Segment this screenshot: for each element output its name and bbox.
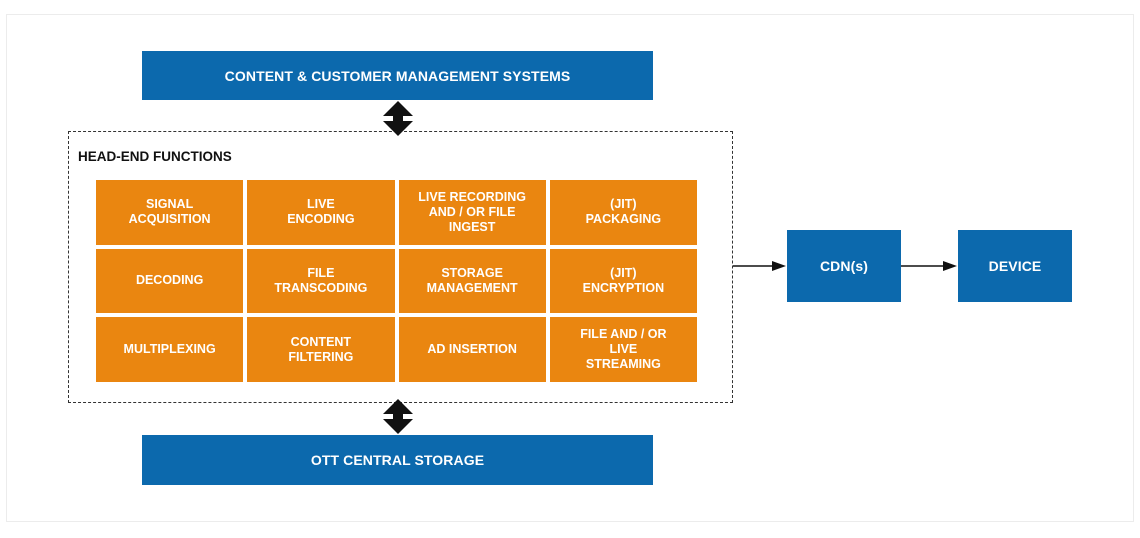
function-cell-content-filtering: CONTENT FILTERING xyxy=(247,317,395,382)
function-cell-decoding: DECODING xyxy=(96,248,244,314)
arrow-cdn-to-device xyxy=(901,261,957,271)
ott-central-storage-label: OTT CENTRAL STORAGE xyxy=(310,452,485,468)
content-customer-management-box: CONTENT & CUSTOMER MANAGEMENT SYSTEMS xyxy=(142,51,653,100)
function-cell-multiplexing: MULTIPLEXING xyxy=(96,317,244,382)
function-cell-jit-encryption: (JIT) ENCRYPTION xyxy=(549,248,697,314)
arrow-headend-to-cdn xyxy=(733,261,786,271)
ott-central-storage-box: OTT CENTRAL STORAGE xyxy=(142,435,653,485)
function-cell-ad-insertion: AD INSERTION xyxy=(398,317,546,382)
cdn-box: CDN(s) xyxy=(787,230,901,302)
head-end-function-grid: SIGNAL ACQUISITION LIVE ENCODING LIVE RE… xyxy=(96,180,697,382)
function-cell-storage-management: STORAGE MANAGEMENT xyxy=(398,248,546,314)
function-cell-signal-acquisition: SIGNAL ACQUISITION xyxy=(96,180,244,245)
function-cell-jit-packaging: (JIT) PACKAGING xyxy=(549,180,697,245)
function-cell-file-transcoding: FILE TRANSCODING xyxy=(247,248,395,314)
double-arrow-bottom xyxy=(383,399,413,434)
device-box: DEVICE xyxy=(958,230,1072,302)
double-arrow-top xyxy=(383,101,413,136)
function-cell-live-recording: LIVE RECORDING AND / OR FILE INGEST xyxy=(398,180,546,245)
content-customer-management-label: CONTENT & CUSTOMER MANAGEMENT SYSTEMS xyxy=(224,67,571,84)
device-label: DEVICE xyxy=(988,258,1042,274)
function-cell-live-encoding: LIVE ENCODING xyxy=(247,180,395,245)
function-cell-streaming: FILE AND / OR LIVE STREAMING xyxy=(549,317,697,382)
cdn-label: CDN(s) xyxy=(819,258,869,274)
diagram-frame xyxy=(6,14,1134,522)
head-end-functions-label: HEAD-END FUNCTIONS xyxy=(78,149,232,164)
